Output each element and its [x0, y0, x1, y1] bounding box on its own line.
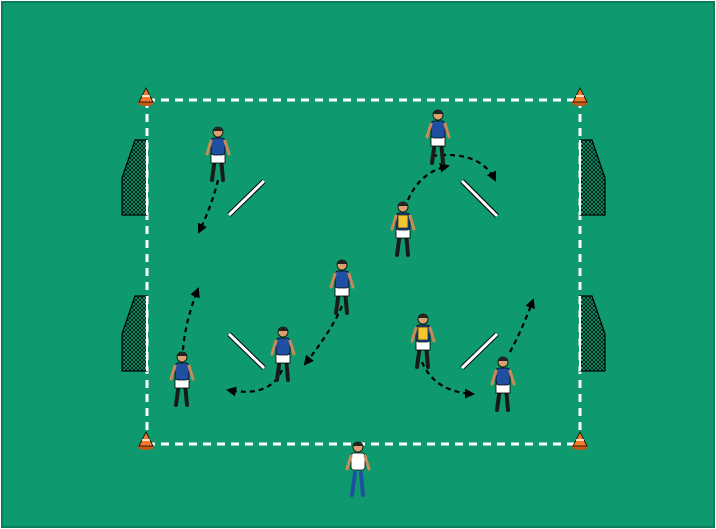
drill-field	[0, 0, 716, 529]
